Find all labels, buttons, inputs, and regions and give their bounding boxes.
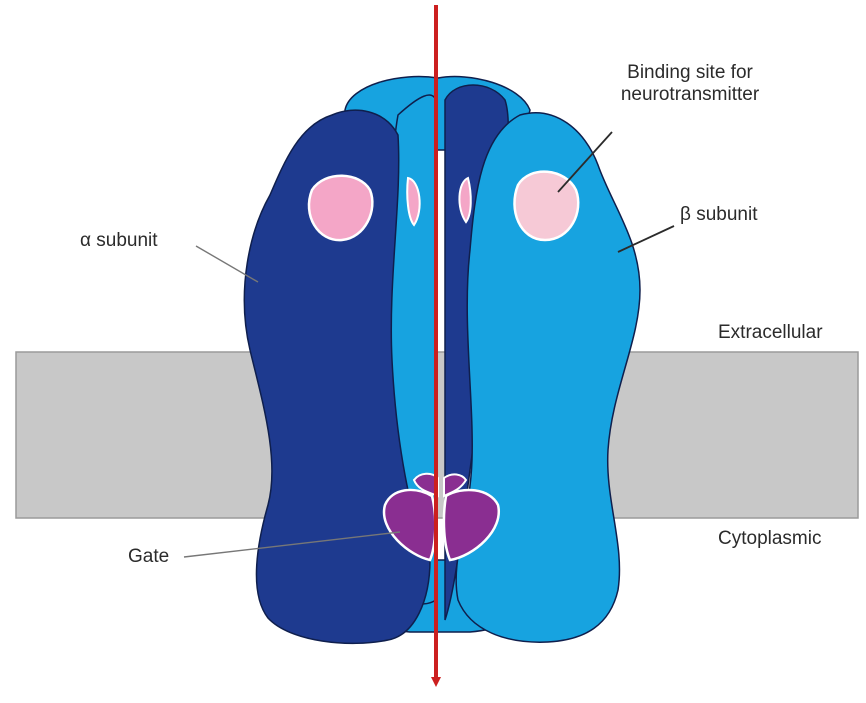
- gate-label: Gate: [128, 546, 169, 568]
- binding-site-label-line1: Binding site for: [600, 62, 780, 84]
- extracellular-label: Extracellular: [718, 322, 823, 344]
- beta-subunit-label: β subunit: [680, 204, 757, 226]
- binding-site-label: Binding site for neurotransmitter: [600, 62, 780, 106]
- alpha-subunit-label: α subunit: [80, 230, 158, 252]
- cytoplasmic-label: Cytoplasmic: [718, 528, 821, 550]
- binding-site-beta-outer: [514, 172, 578, 240]
- binding-site-alpha-outer: [309, 176, 372, 240]
- binding-site-label-line2: neurotransmitter: [600, 84, 780, 106]
